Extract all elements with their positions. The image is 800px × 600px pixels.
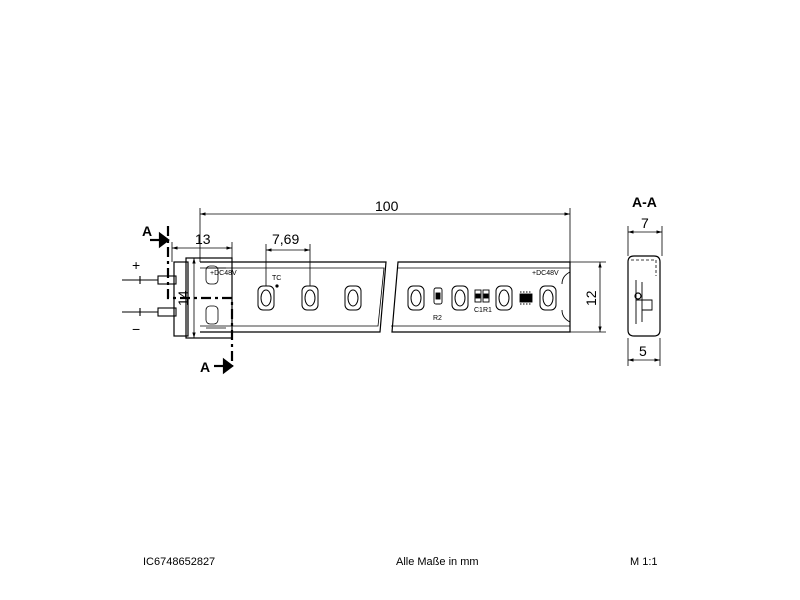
dim-connector-height: 14 bbox=[175, 290, 191, 306]
led-chip bbox=[495, 285, 513, 311]
section-line bbox=[166, 226, 234, 366]
led-strip bbox=[200, 261, 571, 333]
pcb-label-voltage-right: +DC48V bbox=[532, 270, 559, 277]
tc-dot bbox=[275, 284, 279, 288]
pcb-label-voltage-left: +DC48V bbox=[210, 270, 237, 277]
resistor-r2 bbox=[433, 287, 443, 305]
pcb-label-c1: C1 bbox=[474, 307, 483, 314]
dim-profile-width: 7 bbox=[641, 215, 649, 231]
led-chip bbox=[257, 285, 275, 311]
led-chip bbox=[407, 285, 425, 311]
scale-label: M 1:1 bbox=[630, 556, 658, 568]
resistor-r1 bbox=[482, 289, 490, 303]
section-arrows bbox=[150, 231, 234, 375]
dimension-lines bbox=[171, 208, 606, 338]
section-marker-top: A bbox=[142, 223, 152, 239]
dim-connector: 13 bbox=[195, 231, 211, 247]
pcb-label-r1: R1 bbox=[483, 307, 492, 314]
led-chip bbox=[344, 285, 362, 311]
dim-led-pitch: 7,69 bbox=[272, 231, 299, 247]
section-view-title: A-A bbox=[632, 194, 657, 210]
capacitor-c1 bbox=[474, 289, 482, 303]
smd-components bbox=[433, 287, 533, 305]
units-note: Alle Maße in mm bbox=[396, 556, 479, 568]
section-view bbox=[627, 226, 663, 366]
minus-label: − bbox=[132, 321, 140, 337]
dim-length: 100 bbox=[375, 198, 399, 214]
pcb-label-r2: R2 bbox=[433, 315, 442, 322]
dim-strip-height: 12 bbox=[583, 290, 599, 306]
article-number: IC6748652827 bbox=[143, 556, 216, 568]
led-chips bbox=[257, 285, 557, 311]
dim-profile-depth: 5 bbox=[639, 343, 647, 359]
led-chip bbox=[539, 285, 557, 311]
plus-label: + bbox=[132, 257, 140, 273]
pcb-label-tc: TC bbox=[272, 275, 281, 282]
led-chip bbox=[301, 285, 319, 311]
led-chip bbox=[451, 285, 469, 311]
section-marker-bottom: A bbox=[200, 359, 210, 375]
ic-chip bbox=[519, 293, 533, 303]
